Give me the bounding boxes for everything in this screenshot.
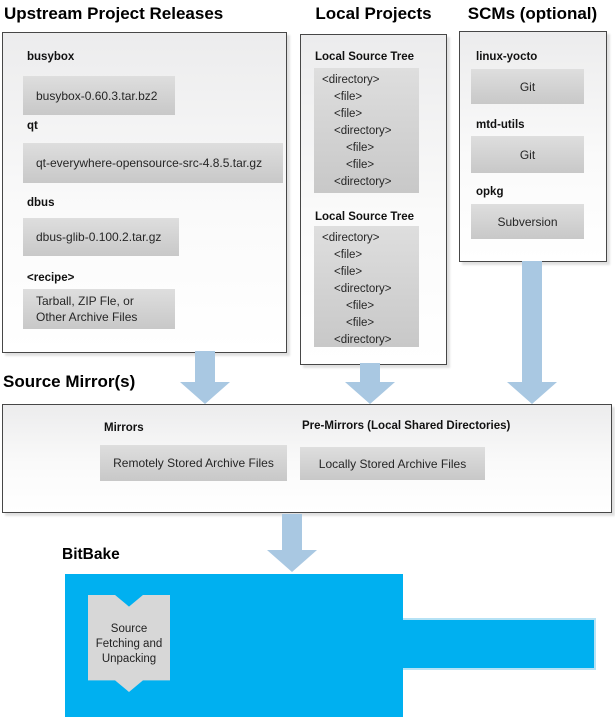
scm-item-value: Subversion xyxy=(471,204,584,239)
tree-entry: <directory> xyxy=(334,283,392,295)
mirrors-value: Remotely Stored Archive Files xyxy=(100,445,287,481)
source-tree-label: Local Source Tree xyxy=(315,51,415,63)
tree-entry: <file> xyxy=(334,91,363,103)
source-mirrors-title: Source Mirror(s) xyxy=(3,372,136,391)
tree-entry: <directory> xyxy=(322,232,380,244)
upstream-item-label: dbus xyxy=(27,197,55,209)
down-arrow-mirrors-to-bitbake xyxy=(267,514,317,572)
tree-entry: <file> xyxy=(334,249,363,261)
down-arrow-scms-to-mirrors xyxy=(507,261,557,404)
tree-entry: <file> xyxy=(334,266,363,278)
scm-item-value: Git xyxy=(471,136,584,173)
tree-entry: <directory> xyxy=(334,176,392,188)
bitbake-output-arm xyxy=(403,618,596,670)
upstream-item-label: busybox xyxy=(27,51,75,63)
bitbake-title: BitBake xyxy=(62,546,120,563)
mirrors-label: Mirrors xyxy=(104,422,144,434)
tree-entry: <file> xyxy=(334,108,363,120)
scm-item-label: mtd-utils xyxy=(476,119,525,131)
source-tree-label: Local Source Tree xyxy=(315,211,415,223)
local-projects-panel: Local Source Tree <directory> <file> <fi… xyxy=(300,34,447,365)
tree-entry: <directory> xyxy=(334,125,392,137)
upstream-releases-panel: busybox busybox-0.60.3.tar.bz2 qt qt-eve… xyxy=(2,32,287,353)
tree-entry: <file> xyxy=(346,142,375,154)
pre-mirrors-value: Locally Stored Archive Files xyxy=(300,447,485,480)
upstream-item-label: <recipe> xyxy=(27,272,75,284)
down-arrow-local-to-mirrors xyxy=(345,363,395,404)
upstream-releases-title: Upstream Project Releases xyxy=(4,4,224,23)
tree-entry: <file> xyxy=(346,159,375,171)
tree-entry: <file> xyxy=(346,300,375,312)
upstream-item-value: qt-everywhere-opensource-src-4.8.5.tar.g… xyxy=(23,143,283,183)
tree-entry: <directory> xyxy=(334,334,392,346)
local-projects-title: Local Projects xyxy=(315,4,432,23)
upstream-item-value: dbus-glib-0.100.2.tar.gz xyxy=(23,218,179,256)
pre-mirrors-label: Pre-Mirrors (Local Shared Directories) xyxy=(302,420,511,432)
upstream-item-value: busybox-0.60.3.tar.bz2 xyxy=(23,76,175,115)
source-mirrors-panel: Mirrors Remotely Stored Archive Files Pr… xyxy=(2,404,612,513)
tree-entry: <file> xyxy=(346,317,375,329)
scm-item-value: Git xyxy=(471,69,584,104)
source-fetching-step: Source Fetching and Unpacking xyxy=(88,595,170,692)
upstream-item-label: qt xyxy=(27,120,38,132)
scm-item-label: opkg xyxy=(476,186,504,198)
scms-panel: linux-yocto Git mtd-utils Git opkg Subve… xyxy=(459,31,607,262)
upstream-item-value: Tarball, ZIP Fle, or Other Archive Files xyxy=(23,289,175,329)
source-tree-listing: <directory> <file> <file> <directory> <f… xyxy=(314,226,419,347)
scm-item-label: linux-yocto xyxy=(476,51,538,63)
scms-title: SCMs (optional) xyxy=(467,4,598,23)
down-arrow-upstream-to-mirrors xyxy=(180,351,230,404)
source-tree-listing: <directory> <file> <file> <directory> <f… xyxy=(314,68,419,193)
tree-entry: <directory> xyxy=(322,74,380,86)
